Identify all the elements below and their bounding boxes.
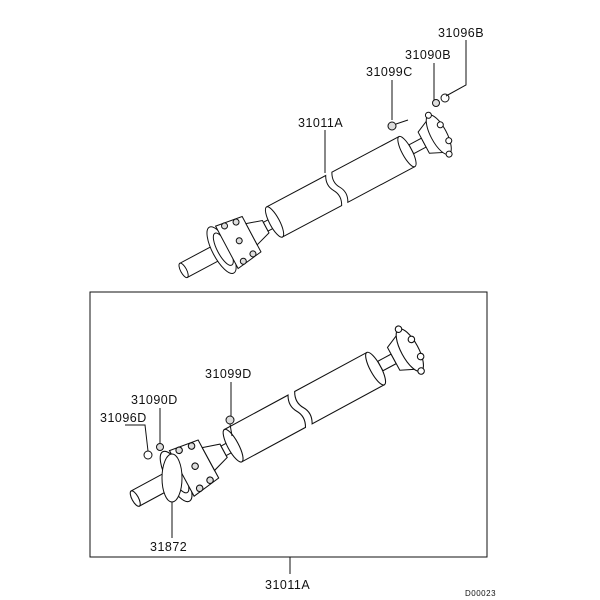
diagram-code: D00023 — [465, 589, 496, 598]
nut-31096d-part — [143, 450, 153, 460]
bolt-31099d-part — [225, 415, 235, 437]
label-31011a-lower: 31011A — [265, 578, 310, 592]
label-31096d: 31096D — [100, 411, 147, 425]
label-31090b: 31090B — [405, 48, 451, 62]
lower-assembly-frame — [89, 291, 488, 558]
label-31872: 31872 — [150, 540, 187, 554]
upper-leader-lines — [324, 40, 467, 173]
label-31090d: 31090D — [131, 393, 178, 407]
center-bearing-31872-part — [161, 453, 183, 503]
washer-31090b-part — [432, 99, 440, 107]
label-31099d: 31099D — [205, 367, 252, 381]
bolt-31099c-part — [387, 119, 409, 131]
upper-propeller-shaft — [168, 106, 460, 296]
lower-leader-lines — [125, 382, 291, 574]
label-31011a-upper: 31011A — [298, 116, 343, 130]
label-31099c: 31099C — [366, 65, 413, 79]
washer-31090d-part — [156, 443, 164, 451]
label-31096b: 31096B — [438, 26, 484, 40]
